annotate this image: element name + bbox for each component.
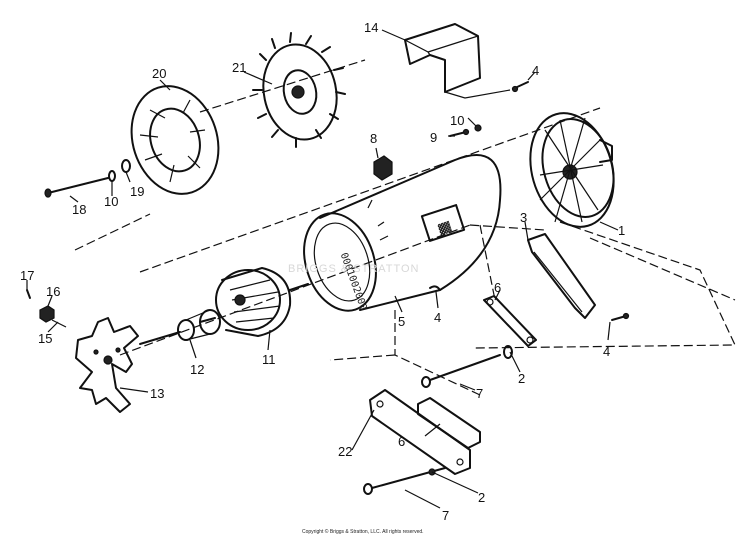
callout-4: 4 (532, 63, 539, 78)
callout-3: 3 (520, 210, 527, 225)
callout-13: 13 (150, 386, 164, 401)
callout-12: 12 (190, 362, 204, 377)
callout-20: 20 (152, 66, 166, 81)
housing-stamp: 0001002000 (338, 251, 369, 311)
callout-10: 10 (450, 113, 464, 128)
callout-14: 14 (364, 20, 378, 35)
terminal-cover (404, 23, 511, 99)
callout-15: 15 (38, 331, 52, 346)
nameplate: ▓▓ (437, 220, 452, 236)
callouts: 1 2 2 3 4 4 4 5 6 6 7 7 8 9 10 10 11 12 … (20, 20, 625, 523)
bolt-lower (363, 467, 446, 495)
callout-17: 17 (20, 268, 34, 283)
base-bracket (369, 389, 481, 475)
callout-9: 9 (430, 130, 437, 145)
screw-and-nut (449, 124, 482, 137)
callout-10: 10 (104, 194, 118, 209)
armature (199, 267, 309, 337)
callout-2: 2 (518, 371, 525, 386)
commutator (139, 309, 221, 345)
callout-1: 1 (618, 223, 625, 238)
fan (252, 32, 346, 148)
callout-5: 5 (398, 314, 405, 329)
mounting-bracket (527, 233, 596, 319)
screws (429, 81, 630, 321)
callout-2: 2 (478, 490, 485, 505)
leader-lines (26, 29, 619, 509)
through-bolt-assembly (44, 159, 131, 198)
callout-4: 4 (603, 344, 610, 359)
strap-upper (483, 295, 537, 347)
motor-housing: ▓▓ 0001002000 (303, 154, 502, 312)
callout-8: 8 (370, 131, 377, 146)
callout-6: 6 (494, 280, 501, 295)
bolt-upper (421, 345, 513, 388)
blower-housing-disc (130, 85, 220, 195)
drive-coupler (75, 317, 139, 413)
callout-11: 11 (262, 352, 276, 367)
brush-holder (373, 155, 393, 181)
callout-21: 21 (232, 60, 246, 75)
callout-4: 4 (434, 310, 441, 325)
copyright-notice: Copyright © Briggs & Stratton, LLC. All … (302, 528, 424, 535)
callout-7: 7 (442, 508, 449, 523)
assembly-lines (74, 59, 736, 396)
callout-6: 6 (398, 434, 405, 449)
callout-7: 7 (476, 386, 483, 401)
callout-16: 16 (46, 284, 60, 299)
end-cap (529, 112, 615, 228)
callout-19: 19 (130, 184, 144, 199)
callout-22: 22 (338, 444, 352, 459)
callout-18: 18 (72, 202, 86, 217)
watermark: BRIGGS & STRATTON (288, 263, 420, 275)
